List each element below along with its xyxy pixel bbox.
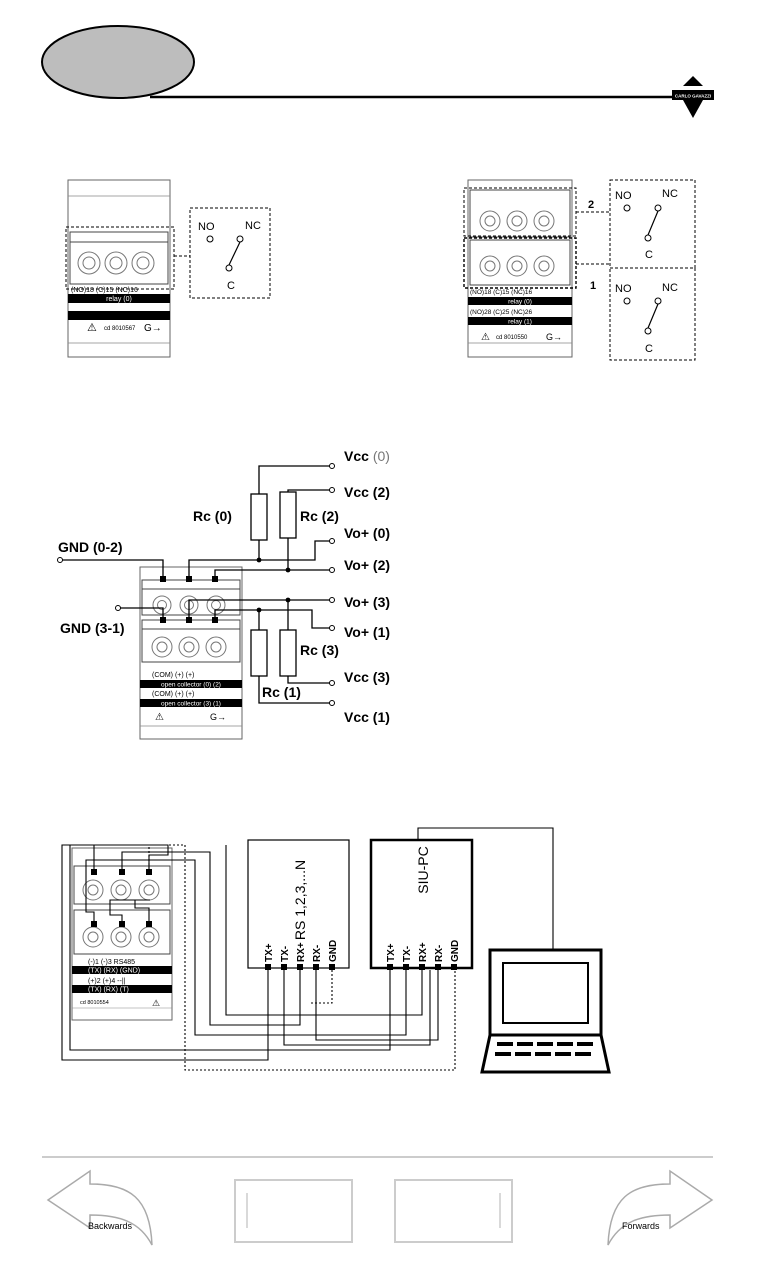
relay-top-c: C — [645, 249, 653, 261]
relay-single-terminal-labels: (NO)18 (C)15 (NC)16 — [71, 287, 138, 294]
oc-vcc0-number: (0) — [373, 448, 390, 464]
relay-top-no: NO — [615, 190, 632, 202]
oc-vcc3: Vcc (3) — [344, 669, 390, 685]
siu-pc-label: SIU-PC — [415, 846, 431, 893]
relay-single-no: NO — [198, 221, 215, 233]
relay-single-code: cd 8010567 — [104, 326, 136, 332]
siu-pin-rx-minus: RX- — [434, 945, 445, 962]
relay-bottom-no: NO — [615, 283, 632, 295]
relay-double-marker-1: 1 — [590, 280, 596, 292]
relay-single-c: C — [227, 280, 235, 292]
section-tab-oval — [41, 25, 195, 99]
rs-device-label: RS 1,2,3,...N — [292, 860, 308, 940]
connect-icon: G→ — [144, 323, 162, 334]
relay-double-bar1: relay (0) — [508, 299, 532, 306]
relay-top-nc: NC — [662, 188, 678, 200]
oc-vcc2: Vcc (2) — [344, 484, 390, 500]
oc-bar2: open collector (3) (1) — [161, 701, 221, 708]
oc-gnd-top: GND (0-2) — [58, 539, 123, 555]
relay-single-diagram: (NO)18 (C)15 (NC)16 relay (0) ⚠ cd 80105… — [65, 179, 271, 358]
siu-pin-rx-plus: RX+ — [418, 942, 429, 962]
siu-pc-box — [369, 838, 474, 970]
open-collector-diagram: (COM) (+) (+) open collector (0) (2) (CO… — [57, 448, 390, 740]
oc-vo0: Vo+ (0) — [344, 525, 390, 541]
siu-pin-tx-plus: TX+ — [386, 943, 397, 962]
rs485-diagram: (-)1 (-)3 RS485 (TX) (RX) (GND) (+)2 (+)… — [61, 827, 611, 1074]
warning-icon: ⚠ — [155, 712, 164, 723]
relay-bottom-c: C — [645, 343, 653, 355]
warning-icon: ⚠ — [481, 332, 490, 343]
brand-logo-text: CARLO GAVAZZI — [675, 94, 711, 99]
warning-icon: ⚠ — [87, 322, 97, 334]
nav-box-right[interactable] — [394, 1179, 513, 1243]
rs-pin-tx-minus: TX- — [280, 946, 291, 962]
rs485-row1b: (TX) (RX) (GND) — [88, 968, 140, 975]
connect-icon: G→ — [546, 332, 562, 342]
oc-bar1: open collector (0) (2) — [161, 682, 221, 689]
rs-pin-rx-plus: RX+ — [296, 942, 307, 962]
forwards-button[interactable]: Forwards — [607, 1169, 714, 1246]
oc-rc3: Rc (3) — [300, 642, 339, 658]
rs485-code: cd 8010554 — [80, 1000, 109, 1006]
oc-rc1: Rc (1) — [262, 684, 301, 700]
siu-pin-tx-minus: TX- — [402, 946, 413, 962]
relay-double-marker-2: 2 — [588, 199, 594, 211]
laptop-icon — [480, 948, 611, 1074]
oc-row1: (COM) (+) (+) — [152, 672, 194, 679]
forward-arrow-icon — [607, 1169, 714, 1246]
backwards-label: Backwards — [88, 1221, 133, 1231]
relay-bottom-nc: NC — [662, 282, 678, 294]
rs485-row1: (-)1 (-)3 RS485 — [88, 959, 135, 966]
relay-single-nc: NC — [245, 220, 261, 232]
oc-vcc0-label: Vcc — [344, 448, 369, 464]
oc-vcc0: Vcc (0) — [344, 448, 390, 464]
brand-logo: CARLO GAVAZZI — [672, 76, 714, 118]
oc-vo2: Vo+ (2) — [344, 557, 390, 573]
rs485-row2b: (TX) (RX) (T) — [88, 987, 129, 994]
back-arrow-icon — [46, 1169, 153, 1246]
nav-box-left[interactable] — [234, 1179, 353, 1243]
rs-pin-rx-minus: RX- — [312, 945, 323, 962]
oc-vo1: Vo+ (1) — [344, 624, 390, 640]
rs485-row2: (+)2 (+)4 --|| — [88, 978, 126, 985]
oc-vcc1: Vcc (1) — [344, 709, 390, 725]
warning-icon: ⚠ — [152, 998, 160, 1008]
forwards-label: Forwards — [622, 1221, 660, 1231]
oc-vo3: Vo+ (3) — [344, 594, 390, 610]
oc-gnd-bottom: GND (3-1) — [60, 620, 125, 636]
oc-rc0: Rc (0) — [193, 508, 232, 524]
relay-double-code: cd 8010550 — [496, 335, 528, 341]
relay-double-row2: (NO)28 (C)25 (NC)26 — [470, 309, 533, 316]
connect-icon: G→ — [210, 712, 226, 722]
rs-pin-gnd: GND — [328, 940, 339, 962]
oc-rc2: Rc (2) — [300, 508, 339, 524]
relay-double-row1: (NO)18 (C)15 (NC)16 — [470, 289, 533, 296]
relay-single-bar-label: relay (0) — [106, 296, 132, 303]
relay-double-bar2: relay (1) — [508, 319, 532, 326]
oc-row2: (COM) (+) (+) — [152, 691, 194, 698]
siu-pin-gnd: GND — [450, 940, 461, 962]
backwards-button[interactable]: Backwards — [46, 1169, 153, 1246]
page-header: CARLO GAVAZZI — [41, 25, 714, 118]
relay-double-diagram: (NO)18 (C)15 (NC)16 relay (0) (NO)28 (C)… — [463, 179, 696, 361]
rs-pin-tx-plus: TX+ — [264, 943, 275, 962]
